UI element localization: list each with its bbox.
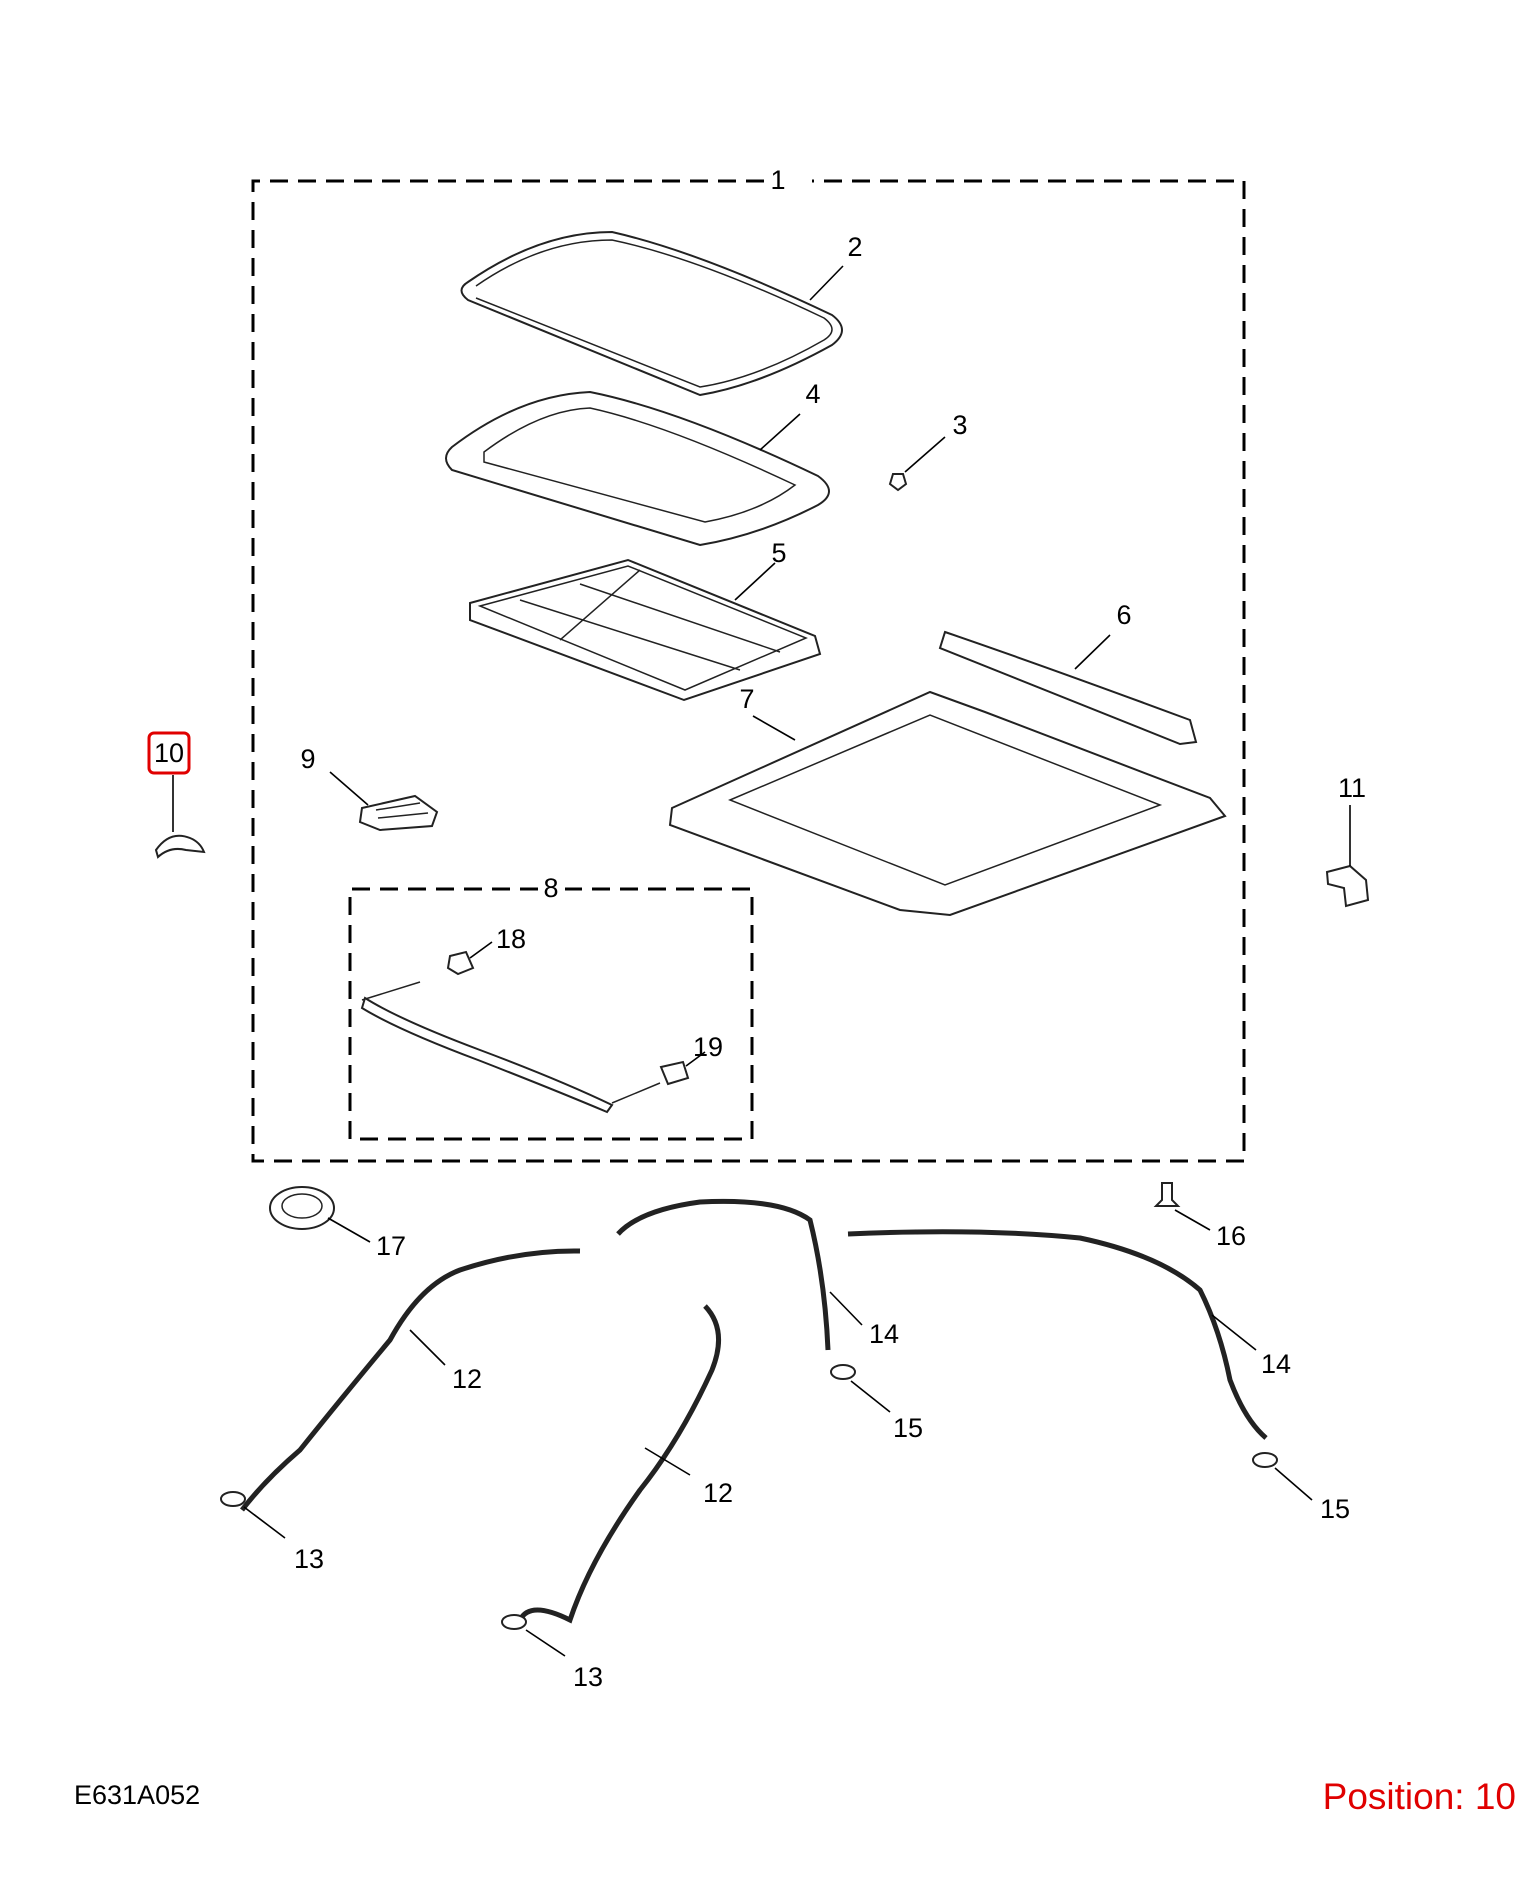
callout-12-left[interactable]: 12	[452, 1364, 482, 1394]
part-10-trim-cap[interactable]	[154, 775, 206, 859]
part-2-seal[interactable]	[460, 230, 844, 397]
position-label: Position: 10	[1322, 1776, 1516, 1817]
assembly-1-boundary	[251, 179, 1246, 1163]
callout-6[interactable]: 6	[1116, 600, 1131, 630]
callout-12-right[interactable]: 12	[703, 1478, 733, 1508]
callout-19[interactable]: 19	[693, 1032, 723, 1062]
part-12-drain-hose-right[interactable]	[517, 1304, 722, 1624]
part-3-fastener[interactable]	[888, 436, 946, 492]
part-14-drain-hose-right[interactable]	[847, 1229, 1268, 1440]
part-9-motor[interactable]	[329, 771, 439, 832]
callout-16[interactable]: 16	[1216, 1221, 1246, 1251]
part-5-sunshade[interactable]	[469, 558, 822, 702]
part-19-guide-clip[interactable]	[659, 1051, 706, 1086]
callout-5[interactable]: 5	[771, 538, 786, 568]
part-15-drain-grommet-right[interactable]	[1252, 1452, 1313, 1501]
callout-13-lower[interactable]: 13	[573, 1662, 603, 1692]
callout-18[interactable]: 18	[496, 924, 526, 954]
part-17-grommet[interactable]	[269, 1186, 371, 1243]
part-16-bolt[interactable]	[1153, 1182, 1211, 1231]
callout-7[interactable]: 7	[739, 684, 754, 714]
part-11-bracket[interactable]	[1325, 805, 1370, 908]
callout-3[interactable]: 3	[952, 410, 967, 440]
part-6-deflector[interactable]	[938, 630, 1198, 746]
part-14-drain-hose-left[interactable]	[616, 1198, 863, 1351]
part-12-drain-hose-left[interactable]	[240, 1248, 581, 1512]
part-4-glass-panel[interactable]	[445, 390, 830, 547]
callout-17[interactable]: 17	[376, 1231, 406, 1261]
callout-15-left[interactable]: 15	[893, 1413, 923, 1443]
part-7-frame[interactable]	[668, 690, 1227, 917]
callout-10[interactable]: 10	[154, 738, 184, 768]
callout-4[interactable]: 4	[805, 379, 820, 409]
callout-14-left[interactable]: 14	[869, 1319, 899, 1349]
drawing-code: E631A052	[74, 1780, 201, 1810]
callout-11[interactable]: 11	[1338, 773, 1366, 803]
callout-10-highlight	[147, 731, 191, 775]
callout-13-upper[interactable]: 13	[294, 1544, 324, 1574]
part-15-drain-grommet-left[interactable]	[830, 1364, 891, 1413]
part-13-drain-tip-lower[interactable]	[501, 1614, 566, 1657]
part-8-drive-cable[interactable]	[360, 981, 661, 1114]
callout-9[interactable]: 9	[300, 744, 315, 774]
assembly-8-boundary	[348, 887, 754, 1141]
callout-8[interactable]: 8	[543, 873, 558, 903]
callout-14-right[interactable]: 14	[1261, 1349, 1291, 1379]
callout-2[interactable]: 2	[847, 232, 862, 262]
callout-15-right[interactable]: 15	[1320, 1494, 1350, 1524]
part-18-guide-clip[interactable]	[446, 941, 493, 976]
part-13-drain-tip-upper[interactable]	[220, 1491, 286, 1539]
callout-1[interactable]: 1	[770, 165, 785, 195]
